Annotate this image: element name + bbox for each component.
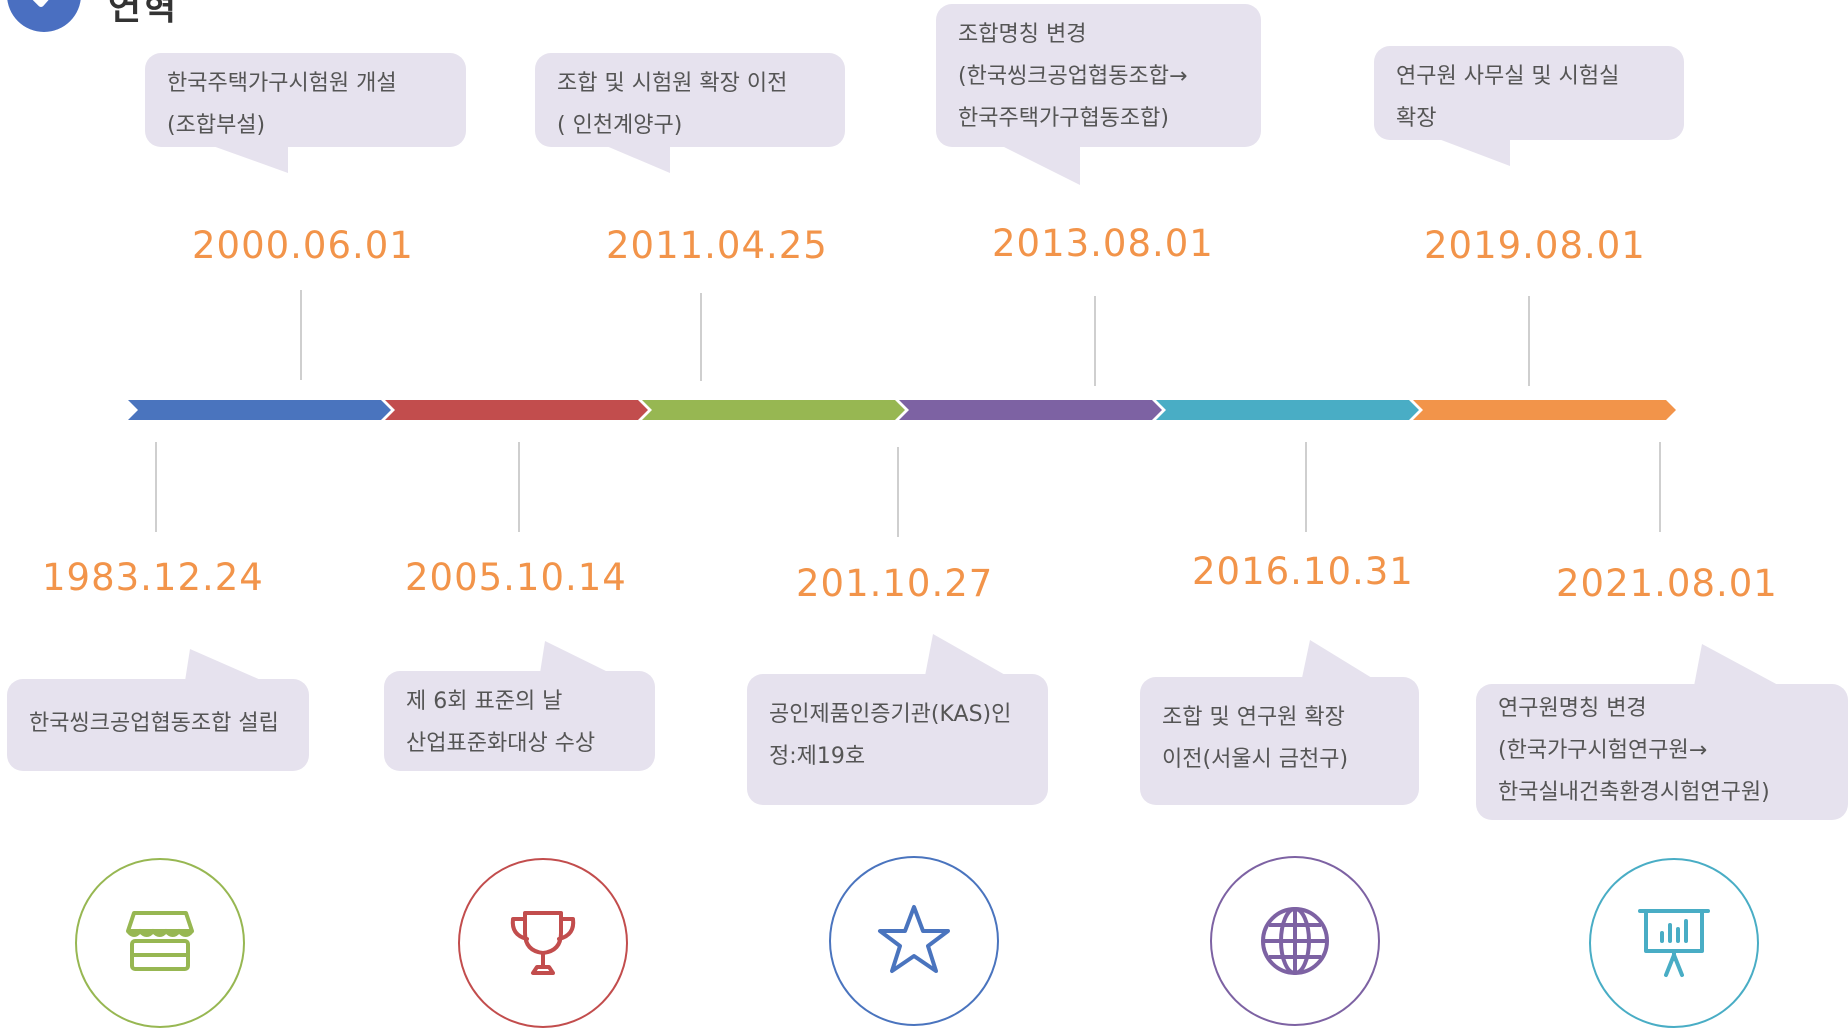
event-text-line: 공인제품인증기관(KAS)인 — [769, 702, 1012, 727]
event-bubble: 한국씽크공업협동조합 설립 — [7, 679, 309, 771]
event-text-line: 산업표준화대상 수상 — [406, 731, 596, 756]
event-text-line: (조합부설) — [167, 113, 266, 138]
timeline-segment — [128, 400, 391, 420]
event-text-line: ( 인천계양구) — [557, 113, 683, 138]
globe-icon — [1261, 907, 1329, 975]
event-bubble: 조합 및 연구원 확장 이전(서울시 금천구) — [1140, 677, 1419, 805]
event-text-line: 연구원명칭 변경 — [1498, 696, 1647, 721]
event-date: 1983.12.24 — [42, 556, 264, 599]
connector-line — [1094, 296, 1096, 386]
event-date: 2005.10.14 — [405, 556, 627, 599]
connector-line — [1659, 442, 1661, 532]
event-date: 2021.08.01 — [1556, 562, 1778, 605]
event-bubble: 한국주택가구시험원 개설 (조합부설) — [145, 53, 466, 147]
bubble-tail — [210, 145, 288, 173]
presentation-chart-icon-circle — [1589, 858, 1759, 1028]
bubble-tail — [1000, 145, 1080, 185]
connector-line — [518, 442, 520, 532]
bubble-tail — [1302, 640, 1372, 678]
star-icon — [878, 905, 950, 973]
bubble-tail — [1436, 138, 1510, 166]
bubble-tail — [540, 641, 610, 673]
section-title: 연혁 — [108, 0, 179, 28]
event-date: 2013.08.01 — [992, 222, 1214, 265]
bubble-tail — [925, 634, 1007, 676]
event-text-line: 조합명칭 변경 — [958, 22, 1087, 47]
event-text-line: (한국씽크공업협동조합→ — [958, 64, 1188, 89]
event-text-line: 제 6회 표준의 날 — [406, 689, 563, 714]
event-text-line: 정:제19호 — [769, 744, 866, 769]
bubble-tail — [1694, 644, 1780, 686]
event-date: 2000.06.01 — [192, 224, 414, 267]
event-text-line: 확장 — [1396, 106, 1437, 131]
bubble-tail — [185, 649, 263, 681]
store-icon — [126, 911, 194, 971]
timeline-segment — [1156, 400, 1419, 420]
trophy-icon — [510, 911, 576, 975]
check-icon — [32, 0, 49, 7]
trophy-icon-circle — [458, 858, 628, 1028]
event-text-line: (한국가구시험연구원→ — [1498, 738, 1708, 763]
timeline-segment — [642, 400, 905, 420]
event-text-line: 이전(서울시 금천구) — [1162, 747, 1349, 772]
timeline-segment — [385, 400, 648, 420]
event-bubble: 연구원 사무실 및 시험실 확장 — [1374, 46, 1684, 140]
event-bubble: 조합명칭 변경 (한국씽크공업협동조합→ 한국주택가구협동조합) — [936, 4, 1261, 147]
star-icon-circle — [829, 856, 999, 1026]
connector-line — [300, 290, 302, 380]
event-text-line: 조합 및 시험원 확장 이전 — [557, 71, 788, 96]
event-text-line: 한국주택가구시험원 개설 — [167, 71, 397, 96]
connector-line — [1305, 442, 1307, 532]
store-icon-circle — [75, 858, 245, 1028]
timeline-segment — [899, 400, 1162, 420]
connector-line — [155, 442, 157, 532]
event-text-line: 조합 및 연구원 확장 — [1162, 705, 1345, 730]
event-date: 2016.10.31 — [1192, 550, 1414, 593]
event-bubble: 조합 및 시험원 확장 이전 ( 인천계양구) — [535, 53, 845, 147]
presentation-chart-icon — [1638, 909, 1710, 977]
event-bubble: 공인제품인증기관(KAS)인 정:제19호 — [747, 674, 1048, 805]
globe-icon-circle — [1210, 856, 1380, 1026]
event-text-line: 연구원 사무실 및 시험실 — [1396, 64, 1620, 89]
connector-line — [700, 293, 702, 381]
connector-line — [897, 447, 899, 537]
event-date: 201.10.27 — [796, 562, 994, 605]
event-date: 2019.08.01 — [1424, 224, 1646, 267]
timeline-segment — [1413, 400, 1676, 420]
bubble-tail — [604, 145, 670, 173]
event-text-line: 한국실내건축환경시험연구원) — [1498, 780, 1770, 805]
event-bubble: 연구원명칭 변경 (한국가구시험연구원→ 한국실내건축환경시험연구원) — [1476, 684, 1848, 820]
connector-line — [1528, 296, 1530, 386]
event-bubble: 제 6회 표준의 날 산업표준화대상 수상 — [384, 671, 655, 771]
event-date: 2011.04.25 — [606, 224, 828, 267]
event-text-line: 한국씽크공업협동조합 설립 — [29, 711, 279, 736]
event-text-line: 한국주택가구협동조합) — [958, 106, 1169, 131]
